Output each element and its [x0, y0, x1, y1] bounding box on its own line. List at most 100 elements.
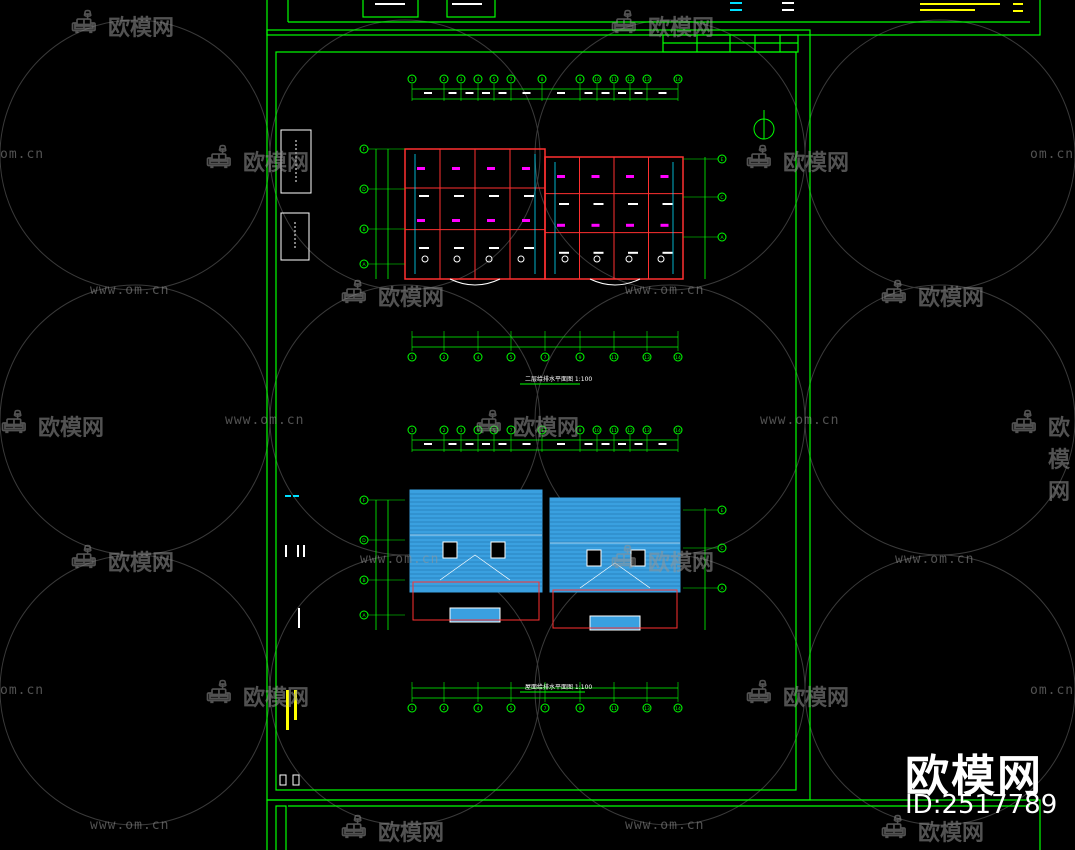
dim-text [557, 443, 565, 445]
axis-label: 5 [510, 355, 513, 361]
room-name [524, 195, 534, 197]
axis-label: 3 [460, 77, 463, 83]
axis-bubble [673, 703, 683, 713]
axis-label: 9 [579, 355, 582, 361]
room-tag [522, 219, 530, 222]
axis-bubble [439, 352, 449, 362]
axis-label: 2 [443, 428, 446, 434]
axis-label: 5 [510, 706, 513, 712]
room-name [454, 195, 464, 197]
room-tag [660, 175, 669, 178]
sofa-icon: 🛋 [205, 145, 233, 170]
axis-label: E [721, 508, 724, 514]
axis-bubble [592, 74, 602, 84]
watermark-circle [804, 554, 1075, 826]
watermark-circle [804, 19, 1075, 291]
axis-label: 13 [644, 355, 650, 361]
watermark-circle [269, 19, 541, 291]
axis-label: C [720, 546, 723, 552]
axis-bubble [540, 352, 550, 362]
axis-bubble [439, 703, 449, 713]
fixture [517, 255, 525, 263]
axis-bubble [673, 352, 683, 362]
axis-label: A [720, 586, 724, 592]
room-tag [487, 167, 495, 170]
axis-label: A [362, 613, 366, 619]
eave-outline [552, 589, 678, 629]
watermark-site: www.om.cn [625, 818, 705, 833]
watermark-site: om.cn [0, 683, 45, 698]
axis-label: 9 [579, 706, 582, 712]
legend-boxes [280, 129, 312, 261]
eave-outline [412, 581, 540, 621]
fixture [421, 255, 429, 263]
axis-label: 2 [443, 77, 446, 83]
axis-bubble [407, 74, 417, 84]
room-tag [452, 219, 460, 222]
axis-label: A [720, 235, 724, 241]
axis-bubble [439, 74, 449, 84]
axis-label: 12 [627, 428, 633, 434]
axis-bubble [473, 74, 483, 84]
dim-text [448, 443, 457, 445]
axis-label: 14 [675, 355, 681, 361]
axis-bubble [673, 74, 683, 84]
room-name [419, 247, 429, 249]
axis-label: F [363, 498, 366, 504]
room-tag [417, 219, 425, 222]
watermark-site: www.om.cn [90, 283, 170, 298]
axis-label: 11 [611, 77, 617, 83]
axis-label: 7 [544, 355, 547, 361]
axis-bubble [575, 352, 585, 362]
room-name [454, 247, 464, 249]
room-name [489, 247, 499, 249]
dim-text [634, 92, 643, 94]
room-tag [522, 167, 530, 170]
watermark-site: www.om.cn [625, 283, 705, 298]
axis-bubble [506, 425, 516, 435]
dim-text [634, 443, 643, 445]
roof-gable [579, 562, 651, 589]
axis-bubble [407, 703, 417, 713]
sofa-icon: 🛋 [610, 10, 638, 35]
axis-bubble [609, 352, 619, 362]
axis-bubble [625, 74, 635, 84]
watermark-brand: 欧模网 [783, 686, 850, 711]
dim-text [601, 92, 610, 94]
sofa-icon: 🛋 [880, 815, 908, 840]
axis-label: 9 [579, 428, 582, 434]
axis-label: 10 [594, 428, 600, 434]
dim-text [424, 92, 432, 94]
axis-bubble [625, 425, 635, 435]
watermark-brand: 欧模网 [783, 151, 850, 176]
axis-label: 5 [493, 77, 496, 83]
watermark-brand: 欧模网 [38, 416, 105, 441]
axis-label: 13 [644, 706, 650, 712]
sofa-icon: 🛋 [340, 280, 368, 305]
axis-label: 14 [675, 706, 681, 712]
watermark-brand: 欧模网 [1048, 416, 1071, 505]
axis-label: B [362, 227, 365, 233]
room-tag [626, 223, 634, 227]
room-name [628, 251, 638, 254]
axis-label: 5 [493, 428, 496, 434]
side-notes [279, 495, 305, 786]
axis-label: 7 [510, 77, 513, 83]
axis-label: 9 [579, 77, 582, 83]
dim-text [482, 443, 490, 445]
dim-text [482, 92, 490, 94]
sofa-icon: 🛋 [340, 815, 368, 840]
axis-label: 7 [510, 428, 513, 434]
axis-bubble [575, 703, 585, 713]
axis-label: 4 [477, 355, 480, 361]
axis-bubble [642, 74, 652, 84]
axis-label: 13 [644, 428, 650, 434]
room-tag [591, 175, 600, 178]
axis-bubble [407, 425, 417, 435]
axis-label: 12 [627, 77, 633, 83]
room-name [662, 251, 673, 254]
watermark-site: om.cn [1030, 683, 1075, 698]
